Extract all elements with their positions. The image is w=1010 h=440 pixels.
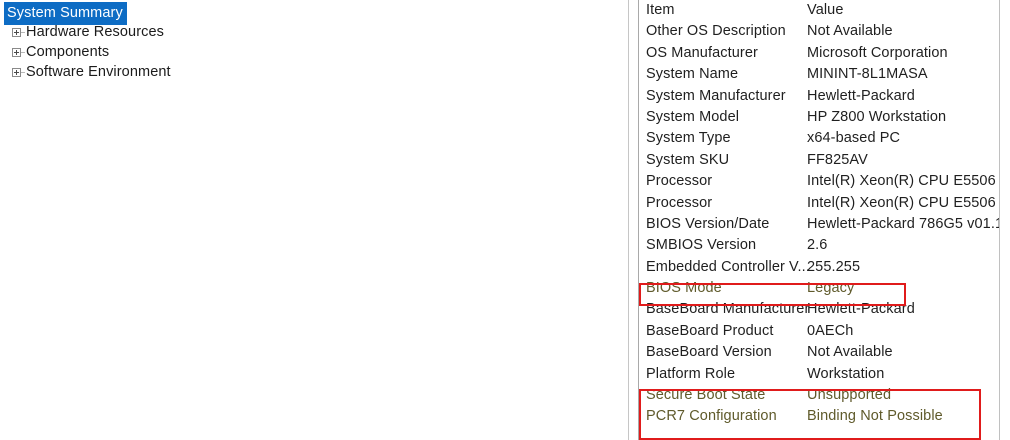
- detail-item-label: BaseBoard Product: [646, 322, 774, 339]
- details-row[interactable]: SMBIOS Version 2.6: [639, 235, 999, 256]
- detail-item-value: Not Available: [807, 344, 893, 361]
- detail-item-value: Hewlett-Packard: [807, 87, 915, 104]
- splitter-line: [628, 0, 629, 440]
- detail-item-label: BaseBoard Version: [646, 344, 772, 361]
- details-row[interactable]: Processor Intel(R) Xeon(R) CPU E5506: [639, 193, 999, 214]
- detail-item-value: Unsupported: [807, 387, 892, 404]
- details-row[interactable]: Platform Role Workstation: [639, 364, 999, 385]
- detail-item-value: x64-based PC: [807, 130, 901, 147]
- detail-item-label: System Model: [646, 108, 740, 125]
- detail-item-value: HP Z800 Workstation: [807, 108, 947, 125]
- detail-item-value: 2.6: [807, 237, 828, 254]
- detail-item-label: System SKU: [646, 151, 730, 168]
- expand-plus-icon[interactable]: [8, 62, 26, 82]
- column-header-value: Value: [807, 2, 844, 18]
- tree-item-system-summary-label: System Summary: [4, 2, 127, 25]
- tree-item-software-environment-label: Software Environment: [26, 64, 171, 80]
- detail-item-value: Microsoft Corporation: [807, 44, 948, 61]
- details-header-row: Item Value: [639, 0, 999, 21]
- tree-item-software-environment[interactable]: Software Environment: [0, 62, 628, 82]
- details-row[interactable]: BIOS Version/Date Hewlett-Packard 786G5 v…: [639, 214, 999, 235]
- detail-item-value: Not Available: [807, 23, 893, 40]
- tree-item-system-summary[interactable]: System Summary: [0, 2, 628, 25]
- details-row[interactable]: Processor Intel(R) Xeon(R) CPU E5506: [639, 171, 999, 192]
- details-row[interactable]: System SKU FF825AV: [639, 150, 999, 171]
- tree-item-hardware-resources[interactable]: Hardware Resources: [0, 22, 628, 42]
- navigation-tree-pane[interactable]: System Summary Hardware Resources Compon…: [0, 0, 628, 440]
- tree-item-hardware-resources-label: Hardware Resources: [26, 24, 164, 40]
- detail-item-value: Legacy: [807, 280, 855, 297]
- detail-item-label: Processor: [646, 173, 713, 190]
- detail-item-value: Hewlett-Packard: [807, 301, 915, 318]
- tree-item-components-label: Components: [26, 44, 110, 60]
- detail-item-label: BIOS Mode: [646, 280, 722, 297]
- detail-item-label: Processor: [646, 194, 713, 211]
- detail-item-label: Embedded Controller V...: [646, 258, 810, 275]
- detail-item-label: BaseBoard Manufacturer: [646, 301, 810, 318]
- details-row[interactable]: System Type x64-based PC: [639, 128, 999, 149]
- detail-item-value: 255.255: [807, 258, 861, 275]
- detail-item-label: SMBIOS Version: [646, 237, 757, 254]
- navigation-tree: System Summary Hardware Resources Compon…: [0, 2, 628, 82]
- details-row[interactable]: PCR7 Configuration Binding Not Possible: [639, 406, 999, 427]
- detail-item-value: Binding Not Possible: [807, 408, 943, 425]
- details-row[interactable]: Secure Boot State Unsupported: [639, 385, 999, 406]
- detail-item-label: System Type: [646, 130, 731, 147]
- tree-item-components[interactable]: Components: [0, 42, 628, 62]
- detail-item-value: Intel(R) Xeon(R) CPU E5506: [807, 194, 996, 211]
- detail-item-value: Workstation: [807, 365, 885, 382]
- detail-item-value: MININT-8L1MASA: [807, 66, 928, 83]
- detail-item-label: Other OS Description: [646, 23, 786, 40]
- expand-plus-icon[interactable]: [8, 22, 26, 42]
- detail-item-label: Platform Role: [646, 365, 736, 382]
- details-row[interactable]: OS Manufacturer Microsoft Corporation: [639, 43, 999, 64]
- detail-item-label: OS Manufacturer: [646, 44, 758, 61]
- details-row[interactable]: System Model HP Z800 Workstation: [639, 107, 999, 128]
- details-row[interactable]: Other OS Description Not Available: [639, 21, 999, 42]
- details-row[interactable]: BaseBoard Product 0AECh: [639, 321, 999, 342]
- details-row[interactable]: Embedded Controller V...255.255: [639, 257, 999, 278]
- detail-item-value: 0AECh: [807, 322, 854, 339]
- detail-item-value: Hewlett-Packard 786G5 v01.17, 8/: [807, 215, 999, 232]
- detail-item-value: FF825AV: [807, 151, 868, 168]
- details-row[interactable]: System Manufacturer Hewlett-Packard: [639, 86, 999, 107]
- detail-item-label: PCR7 Configuration: [646, 408, 777, 425]
- pane-splitter[interactable]: [628, 0, 638, 440]
- detail-item-value: Intel(R) Xeon(R) CPU E5506: [807, 173, 996, 190]
- details-row[interactable]: BIOS Mode Legacy: [639, 278, 999, 299]
- detail-item-label: System Name: [646, 66, 739, 83]
- detail-item-label: System Manufacturer: [646, 87, 786, 104]
- details-row[interactable]: System Name MININT-8L1MASA: [639, 64, 999, 85]
- detail-item-label: Secure Boot State: [646, 387, 766, 404]
- expand-plus-icon[interactable]: [8, 42, 26, 62]
- detail-item-label: BIOS Version/Date: [646, 215, 770, 232]
- details-row[interactable]: BaseBoard Version Not Available: [639, 342, 999, 363]
- column-header-item: Item: [646, 2, 675, 18]
